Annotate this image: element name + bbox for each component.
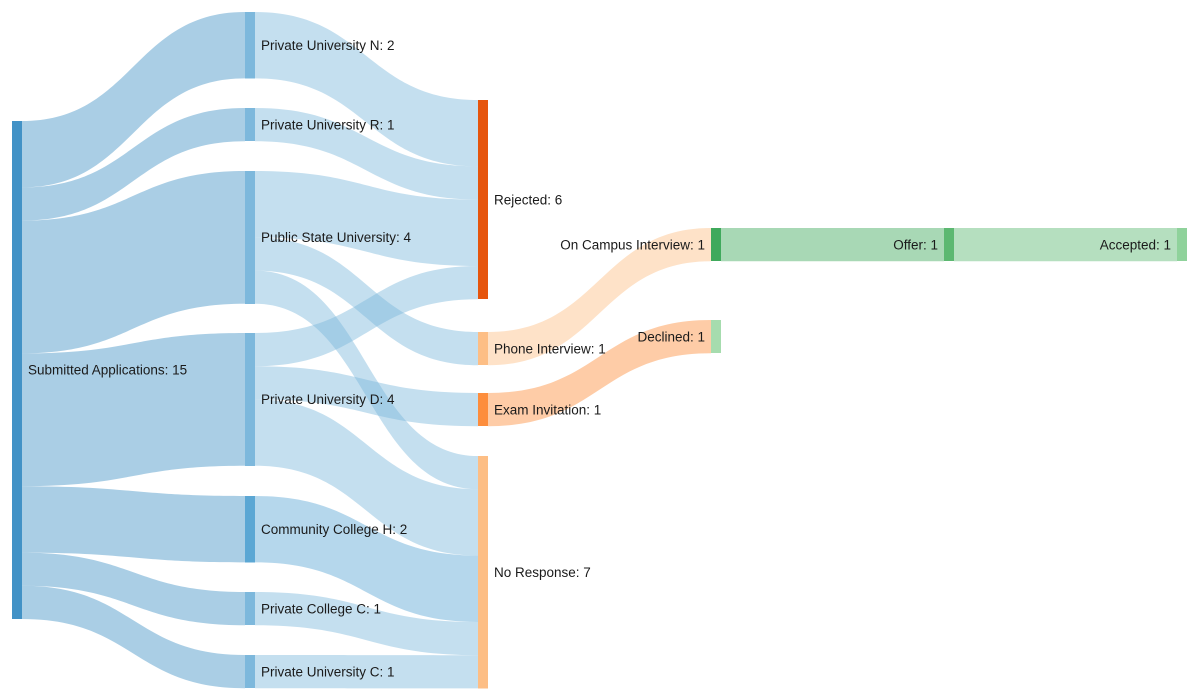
sankey-links — [22, 12, 1177, 689]
label-pun_r: Private University R: 1 — [261, 117, 395, 132]
flow-pun_d-to-rejected — [255, 266, 478, 367]
flow-pun_d-to-no_response — [255, 399, 478, 556]
node-exam — [478, 393, 488, 427]
flow-exam-to-declined — [488, 320, 711, 427]
node-cch — [245, 496, 255, 563]
node-phone — [478, 332, 488, 366]
node-accepted — [1177, 228, 1187, 262]
node-declined — [711, 320, 721, 354]
node-pun_c — [245, 655, 255, 689]
label-no_response: No Response: 7 — [494, 565, 591, 580]
node-pun_r — [245, 108, 255, 142]
flow-submitted-to-pcc — [22, 552, 245, 626]
flow-pun_r-to-rejected — [255, 108, 478, 200]
flow-phone-to-on_campus — [488, 228, 711, 366]
flow-psu-to-phone — [255, 237, 478, 366]
flow-pun_d-to-exam — [255, 366, 478, 427]
node-no_response — [478, 456, 488, 689]
node-submitted — [12, 121, 22, 619]
flow-submitted-to-pun_c — [22, 585, 245, 689]
flow-submitted-to-pun_d — [22, 333, 245, 487]
flow-cch-to-no_response — [255, 496, 478, 622]
sankey-nodes — [12, 12, 1187, 689]
label-accepted: Accepted: 1 — [1100, 237, 1171, 252]
node-on_campus — [711, 228, 721, 262]
label-pun_n: Private University N: 2 — [261, 38, 395, 53]
flow-offer-to-accepted — [954, 228, 1177, 262]
label-pcc: Private College C: 1 — [261, 601, 381, 616]
flow-submitted-to-pun_n — [22, 12, 245, 188]
flow-on_campus-to-offer — [721, 228, 944, 262]
label-exam: Exam Invitation: 1 — [494, 402, 601, 417]
node-psu — [245, 171, 255, 304]
flow-submitted-to-psu — [22, 171, 245, 354]
label-pun_c: Private University C: 1 — [261, 664, 395, 679]
node-rejected — [478, 100, 488, 300]
label-cch: Community College H: 2 — [261, 522, 407, 537]
flow-psu-to-no_response — [255, 270, 478, 490]
flow-pun_n-to-rejected — [255, 12, 478, 167]
label-psu: Public State University: 4 — [261, 230, 412, 245]
label-phone: Phone Interview: 1 — [494, 341, 606, 356]
label-offer: Offer: 1 — [893, 237, 938, 252]
label-on_campus: On Campus Interview: 1 — [560, 237, 705, 252]
label-declined: Declined: 1 — [637, 329, 705, 344]
label-submitted: Submitted Applications: 15 — [28, 363, 187, 378]
flow-pcc-to-no_response — [255, 592, 478, 656]
flow-submitted-to-cch — [22, 486, 245, 563]
flow-pun_c-to-no_response — [255, 655, 478, 689]
flow-psu-to-rejected — [255, 171, 478, 266]
node-pun_d — [245, 333, 255, 466]
node-pun_n — [245, 12, 255, 79]
label-rejected: Rejected: 6 — [494, 192, 562, 207]
node-pcc — [245, 592, 255, 626]
flow-submitted-to-pun_r — [22, 108, 245, 221]
label-pun_d: Private University D: 4 — [261, 392, 395, 407]
node-offer — [944, 228, 954, 262]
sankey-labels: Submitted Applications: 15 Private Univer… — [28, 38, 1171, 679]
